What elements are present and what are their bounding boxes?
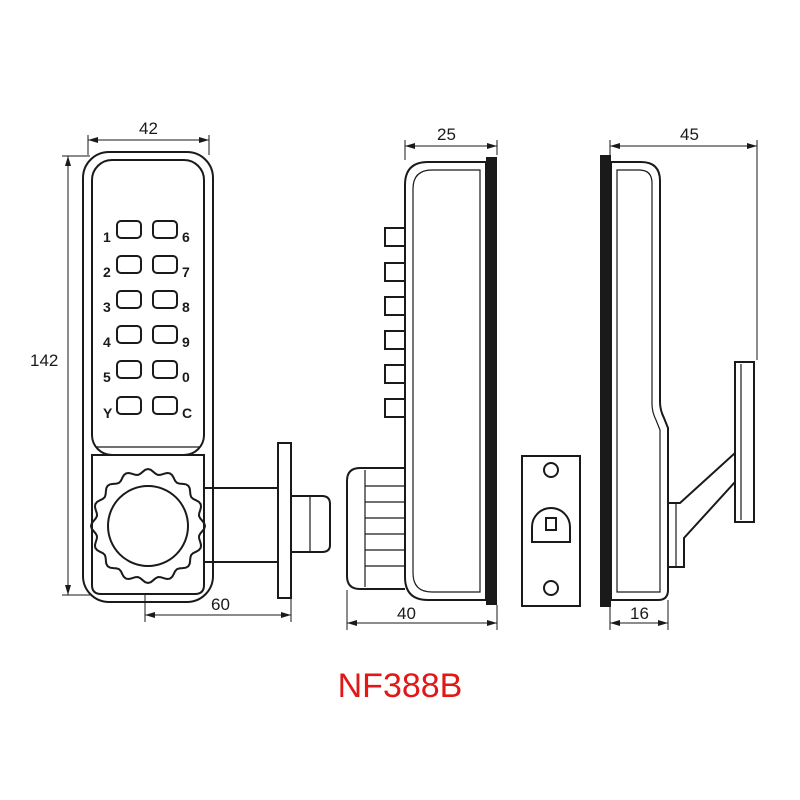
dimension-width-label: 42 [139,119,158,138]
front-dimensions: 42 142 60 [30,119,292,622]
arrowhead [347,620,357,626]
strike-opening [531,507,571,543]
latch-faceplate [277,442,292,599]
key-button [116,325,142,344]
side-key [384,398,406,418]
key-label: 5 [103,369,111,385]
key-button [152,255,178,274]
strike-notch [545,517,557,531]
lever-dimensions: 45 16 [609,125,758,630]
keypad-left-column: 1 2 3 4 5 Y [103,220,142,421]
lever-body-inner [616,169,661,593]
arrowhead [65,585,71,595]
arrowhead [65,156,71,166]
key-button [116,220,142,239]
arrowhead [199,137,209,143]
side-gasket [486,157,497,605]
key-button [116,255,142,274]
dimension-depth-label: 25 [437,125,456,144]
side-key [384,262,406,282]
key-label: 2 [103,264,111,280]
lever-gasket [600,155,611,607]
dimension-lever-label: 45 [680,125,699,144]
arrowhead [487,143,497,149]
side-dimensions: 25 40 [346,125,498,630]
keypad-right-column: 6 7 8 9 0 C [152,220,192,421]
front-view: 1 2 3 4 5 Y 6 7 8 9 0 C [82,151,331,603]
side-key [384,296,406,316]
side-body-inner [412,169,481,593]
arrowhead [610,620,620,626]
screw-hole-icon [543,580,559,596]
key-button [152,290,178,309]
knob-icon [89,467,207,585]
front-body-outline [82,151,214,603]
arrowhead [88,137,98,143]
strike-plate-outline [521,455,581,607]
arrowhead [658,620,668,626]
arrowhead [747,143,757,149]
key-button [152,396,178,415]
key-button [116,360,142,379]
latch-bolt [291,495,331,553]
strike-plate [521,455,581,607]
screw-hole-icon [543,462,559,478]
dimension-latch-label: 60 [211,595,230,614]
arrowhead [610,143,620,149]
key-label: 1 [103,229,111,245]
key-button [116,396,142,415]
key-button [116,290,142,309]
lever-body [610,161,669,601]
key-label: 3 [103,299,111,315]
key-label: Y [103,405,113,421]
key-label: 8 [182,299,190,315]
side-key [384,330,406,350]
dimension-height-label: 142 [30,351,58,370]
dimension-overall-label: 40 [397,604,416,623]
lever-arm [667,450,736,568]
knob-housing [91,454,205,595]
side-knob [346,467,405,590]
key-button [152,325,178,344]
key-button [152,360,178,379]
key-label: C [182,405,192,421]
key-label: 9 [182,334,190,350]
arrowhead [487,620,497,626]
key-label: 0 [182,369,190,385]
key-label: 4 [103,334,111,350]
arrowhead [281,612,291,618]
key-button [152,220,178,239]
knob-inner-circle [107,485,189,567]
arrowhead [405,143,415,149]
model-label: NF388B [338,667,463,705]
latch-tube [204,487,279,563]
side-body [404,161,487,601]
key-label: 7 [182,264,190,280]
arrowhead [145,612,155,618]
lever-handle [734,361,755,523]
side-key [384,364,406,384]
side-key [384,227,406,247]
dimension-base-label: 16 [630,604,649,623]
key-label: 6 [182,229,190,245]
lever-view [600,155,755,607]
side-view [346,157,497,605]
